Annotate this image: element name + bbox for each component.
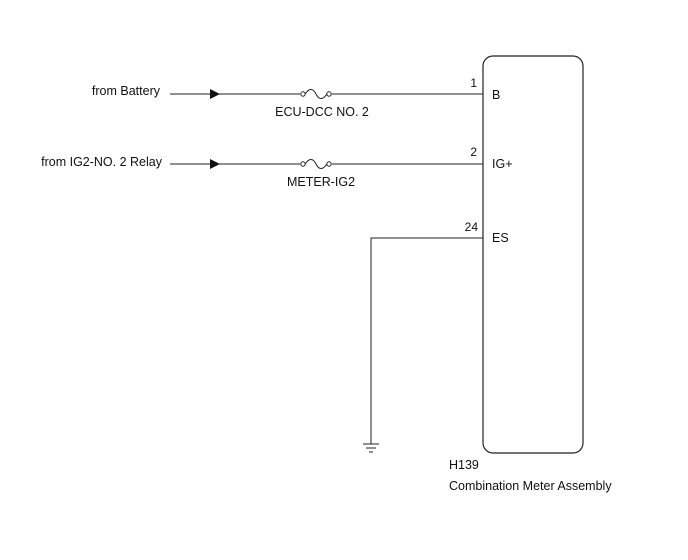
fuse-icon bbox=[300, 89, 332, 99]
pin-name-b: B bbox=[492, 88, 500, 102]
fuse-label-meter-ig2: METER-IG2 bbox=[287, 175, 355, 189]
ground-icon bbox=[363, 443, 379, 453]
component-name: Combination Meter Assembly bbox=[449, 479, 612, 493]
pin-number-2: 2 bbox=[470, 145, 477, 159]
fuse-icon bbox=[300, 159, 332, 169]
fuse-label-ecu-dcc: ECU-DCC NO. 2 bbox=[275, 105, 369, 119]
pin-number-1: 1 bbox=[470, 76, 477, 90]
arrow-icon bbox=[210, 89, 220, 99]
pin-name-ig-plus: IG+ bbox=[492, 157, 513, 171]
connector-code: H139 bbox=[449, 458, 479, 472]
source-label-battery: from Battery bbox=[92, 84, 161, 98]
arrow-icon bbox=[210, 159, 220, 169]
source-label-ig2-relay: from IG2-NO. 2 Relay bbox=[41, 155, 163, 169]
component-box bbox=[482, 55, 584, 454]
wire-ground bbox=[370, 237, 483, 444]
pin-number-24: 24 bbox=[465, 220, 479, 234]
pin-name-es: ES bbox=[492, 231, 509, 245]
